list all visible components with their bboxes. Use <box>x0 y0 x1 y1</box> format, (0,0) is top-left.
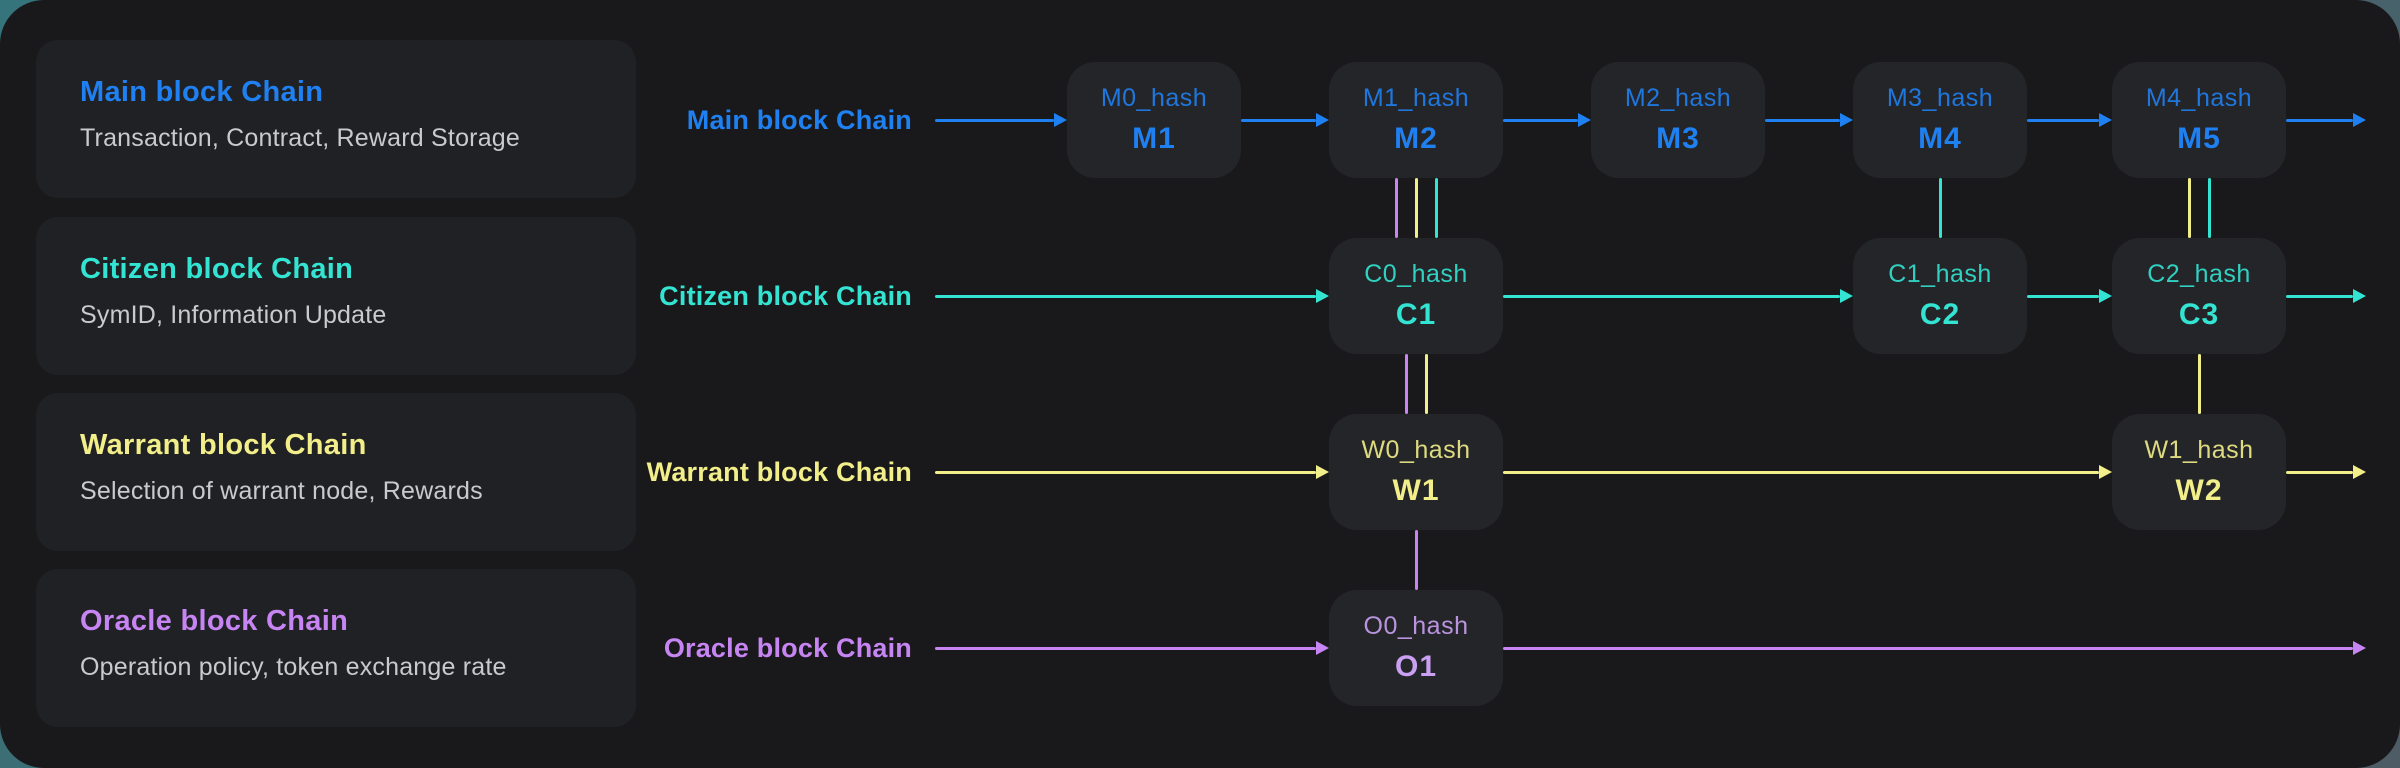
flow-arrow-main <box>1503 113 1591 127</box>
hash-link-line <box>2207 178 2211 238</box>
flow-arrow-warrant <box>935 465 1329 479</box>
flow-arrow-oracle <box>935 641 1329 655</box>
flow-arrow-main <box>935 113 1067 127</box>
block-name-label: W2 <box>2175 474 2223 507</box>
block-hash-label: M2_hash <box>1624 84 1732 112</box>
flow-arrow-citizen <box>1503 289 1853 303</box>
hash-link-line <box>1404 354 1408 414</box>
legend-card-title: Oracle block Chain <box>80 605 349 637</box>
hash-link-line <box>1434 178 1438 238</box>
block-hash-label: O0_hash <box>1363 612 1469 640</box>
flow-arrow-main <box>2027 113 2112 127</box>
block-name-label: M5 <box>2177 122 2221 155</box>
block-hash-label: C2_hash <box>2147 260 2251 288</box>
legend-card-title: Warrant block Chain <box>80 429 367 461</box>
flow-arrow-citizen <box>2027 289 2112 303</box>
legend-card-oracle: Oracle block Chain Operation policy, tok… <box>36 569 636 727</box>
block-name-label: C1 <box>1395 298 1437 331</box>
block-hash-label: C1_hash <box>1888 260 1992 288</box>
row-label-citizen: Citizen block Chain <box>659 281 912 311</box>
flow-arrow-main <box>1765 113 1853 127</box>
block-name-label: C2 <box>1919 298 1961 331</box>
flow-arrow-main <box>2286 113 2366 127</box>
flow-arrow-citizen <box>2286 289 2366 303</box>
row-label-main: Main block Chain <box>686 105 912 135</box>
block-hash-label: C0_hash <box>1364 260 1468 288</box>
legend-card-title: Citizen block Chain <box>80 253 354 285</box>
hash-link-line <box>2187 178 2191 238</box>
flow-arrow-main <box>1241 113 1329 127</box>
flow-arrow-oracle <box>1503 641 2366 655</box>
block-hash-label: M4_hash <box>2145 84 2253 112</box>
chain-legend: Main block Chain Transaction, Contract, … <box>36 0 636 768</box>
hash-link-line <box>2197 354 2201 414</box>
block-name-label: O1 <box>1394 650 1438 683</box>
legend-card-citizen: Citizen block Chain SymID, Information U… <box>36 217 636 375</box>
block-name-label: M1 <box>1132 122 1176 155</box>
flow-arrow-warrant <box>2286 465 2366 479</box>
row-label-oracle: Oracle block Chain <box>663 633 912 663</box>
block-name-label: M2 <box>1394 122 1438 155</box>
hash-link-line <box>1414 530 1418 590</box>
block-hash-label: W0_hash <box>1361 436 1471 464</box>
block-name-label: C3 <box>2178 298 2220 331</box>
hash-link-line <box>1938 178 1942 238</box>
row-label-warrant: Warrant block Chain <box>646 457 912 487</box>
legend-card-description: Transaction, Contract, Reward Storage <box>80 124 521 152</box>
legend-card-title: Main block Chain <box>80 76 324 108</box>
legend-card-main: Main block Chain Transaction, Contract, … <box>36 40 636 198</box>
legend-card-description: Selection of warrant node, Rewards <box>80 477 483 505</box>
hash-link-line <box>1394 178 1398 238</box>
block-hash-label: W1_hash <box>2144 436 2254 464</box>
legend-card-warrant: Warrant block Chain Selection of warrant… <box>36 393 636 551</box>
legend-card-description: Operation policy, token exchange rate <box>80 653 507 681</box>
hash-link-line <box>1414 178 1418 238</box>
flow-arrow-warrant <box>1503 465 2112 479</box>
block-hash-label: M0_hash <box>1100 84 1208 112</box>
block-hash-label: M3_hash <box>1886 84 1994 112</box>
block-name-label: M3 <box>1656 122 1700 155</box>
block-name-label: W1 <box>1392 474 1440 507</box>
block-name-label: M4 <box>1918 122 1962 155</box>
hash-link-line <box>1424 354 1428 414</box>
block-hash-label: M1_hash <box>1362 84 1470 112</box>
flow-arrow-citizen <box>935 289 1329 303</box>
legend-card-description: SymID, Information Update <box>80 301 387 329</box>
